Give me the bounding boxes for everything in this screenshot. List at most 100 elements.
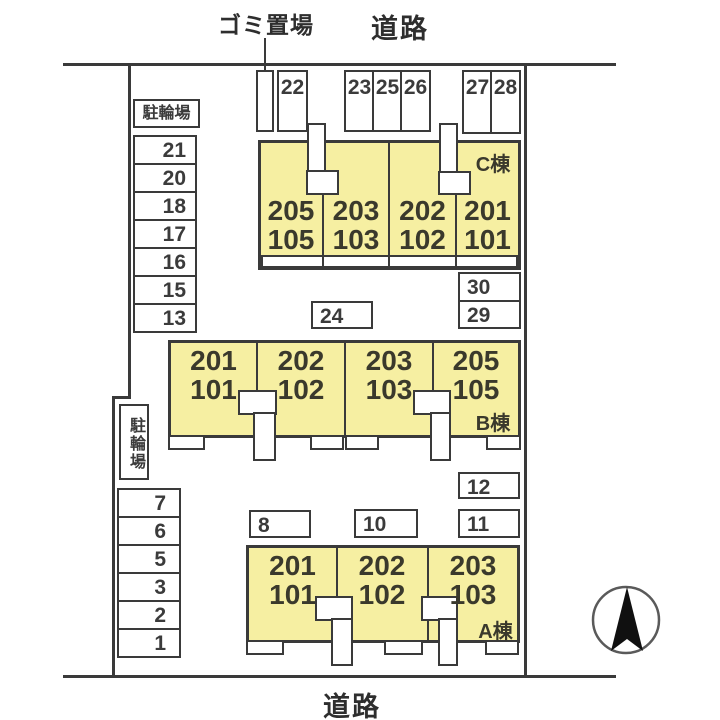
unit-number-lower: 103 xyxy=(365,374,413,405)
site-boundary-jog xyxy=(112,396,131,399)
building-a xyxy=(246,545,520,643)
parking-stall-23: 23 xyxy=(344,70,375,132)
parking-stall-2: 2 xyxy=(117,600,181,630)
parking-stall-6: 6 xyxy=(117,516,181,546)
unit-a-203-103: 203 103 xyxy=(428,551,518,609)
parking-stall-21: 21 xyxy=(133,135,197,165)
building-a-step-2 xyxy=(384,640,423,655)
unit-number-upper: 203 xyxy=(449,550,497,581)
building-c-entrance-alcove-2 xyxy=(438,171,471,195)
unit-number-lower: 102 xyxy=(399,224,446,255)
parking-stall-11: 11 xyxy=(458,509,520,538)
building-a-entrance-stair-1 xyxy=(331,618,353,666)
building-b-divider-2 xyxy=(344,343,346,435)
unit-number-upper: 205 xyxy=(267,195,315,226)
unit-number-upper: 201 xyxy=(269,550,316,581)
building-a-step-3 xyxy=(485,640,519,655)
parking-stall-16: 16 xyxy=(133,247,197,277)
bicycle-parking-label-lower: 駐輪場 xyxy=(119,404,149,480)
parking-stall-26: 26 xyxy=(400,70,431,132)
parking-stall-12: 12 xyxy=(458,472,520,499)
parking-stall-28: 28 xyxy=(490,70,521,134)
unit-number-upper: 202 xyxy=(399,195,446,226)
unit-c-205-105: 205 105 xyxy=(259,196,323,254)
unit-number-lower: 105 xyxy=(267,224,315,255)
unit-b-201-101: 201 101 xyxy=(170,346,257,404)
garbage-box xyxy=(256,70,274,132)
building-b-step-3 xyxy=(345,435,379,450)
parking-stall-24: 24 xyxy=(311,301,373,329)
building-a-name: A棟 xyxy=(478,621,513,643)
unit-c-201-101: 201 101 xyxy=(456,196,519,254)
building-c-entrance-alcove-1 xyxy=(306,170,339,195)
unit-number-lower: 101 xyxy=(190,374,237,405)
parking-stall-5: 5 xyxy=(117,544,181,574)
parking-stall-22: 22 xyxy=(277,70,308,132)
unit-number-upper: 203 xyxy=(332,195,380,226)
unit-number-lower: 102 xyxy=(358,579,406,610)
building-b-entrance-stair-1 xyxy=(253,412,276,461)
parking-stall-1: 1 xyxy=(117,628,181,658)
site-boundary-right xyxy=(524,63,527,678)
parking-stall-25: 25 xyxy=(372,70,403,132)
unit-number-upper: 201 xyxy=(190,345,237,376)
building-b-divider-3 xyxy=(432,343,434,435)
unit-a-202-102: 202 102 xyxy=(337,551,427,609)
parking-stall-10: 10 xyxy=(354,509,418,538)
unit-number-upper: 202 xyxy=(277,345,325,376)
unit-number-upper: 201 xyxy=(464,195,511,226)
unit-c-203-103: 203 103 xyxy=(323,196,389,254)
north-arrow-icon xyxy=(591,585,661,655)
building-b-step-1 xyxy=(168,435,205,450)
unit-number-upper: 205 xyxy=(452,345,500,376)
building-a-divider-1 xyxy=(336,548,338,640)
unit-c-202-102: 202 102 xyxy=(389,196,456,254)
parking-stall-8: 8 xyxy=(249,510,311,538)
unit-number-lower: 102 xyxy=(277,374,325,405)
parking-stall-15: 15 xyxy=(133,275,197,305)
unit-number-upper: 203 xyxy=(365,345,413,376)
unit-a-201-101: 201 101 xyxy=(248,551,337,609)
building-c-entrance-stair-2 xyxy=(439,123,458,174)
site-boundary-left-lower xyxy=(112,396,115,678)
unit-number-upper: 202 xyxy=(358,550,406,581)
building-b-entrance-stair-2 xyxy=(430,412,451,461)
parking-stall-27: 27 xyxy=(462,70,493,134)
building-c-entrance-stair-1 xyxy=(307,123,326,174)
building-a-entrance-stair-2 xyxy=(438,618,458,666)
unit-number-lower: 103 xyxy=(332,224,380,255)
parking-stall-20: 20 xyxy=(133,163,197,193)
parking-stall-3: 3 xyxy=(117,572,181,602)
unit-number-lower: 105 xyxy=(452,374,500,405)
building-b-step-2 xyxy=(310,435,344,450)
parking-stall-13: 13 xyxy=(133,303,197,333)
parking-stall-18: 18 xyxy=(133,191,197,221)
garbage-area-label: ゴミ置場 xyxy=(218,12,314,38)
unit-b-202-102: 202 102 xyxy=(257,346,345,404)
parking-stall-30: 30 xyxy=(458,272,521,302)
building-b-name: B棟 xyxy=(475,413,511,435)
building-a-divider-2 xyxy=(427,548,429,640)
unit-number-lower: 101 xyxy=(464,224,511,255)
building-a-step-1 xyxy=(246,640,284,655)
unit-number-lower: 101 xyxy=(269,579,316,610)
building-b-step-4 xyxy=(486,435,521,450)
site-boundary-top xyxy=(63,63,616,66)
site-boundary-left-upper xyxy=(128,63,131,399)
road-label-top: 道路 xyxy=(371,14,429,44)
building-b-divider-1 xyxy=(256,343,258,435)
building-c-divider-3 xyxy=(455,143,457,268)
unit-b-203-103: 203 103 xyxy=(345,346,433,404)
parking-stall-17: 17 xyxy=(133,219,197,249)
building-c-divider-1 xyxy=(322,143,324,268)
unit-b-205-105: 205 105 xyxy=(433,346,519,404)
building-c-name: C棟 xyxy=(475,154,511,176)
site-boundary-bottom xyxy=(63,675,616,678)
parking-stall-7: 7 xyxy=(117,488,181,518)
building-c-divider-2 xyxy=(388,143,390,268)
parking-stall-29: 29 xyxy=(458,300,521,329)
bicycle-parking-label-top: 駐輪場 xyxy=(133,99,200,128)
building-b-entrance-alcove-1 xyxy=(238,390,277,415)
road-label-bottom: 道路 xyxy=(323,692,381,720)
